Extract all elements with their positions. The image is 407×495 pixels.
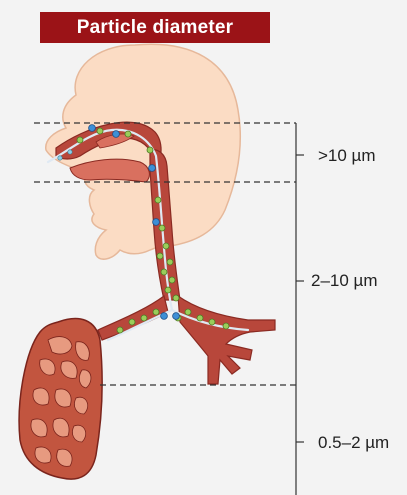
range-label-medium: 2–10 µm xyxy=(311,271,378,291)
left-bronchus xyxy=(98,296,168,340)
range-bracket xyxy=(296,123,304,495)
range-label-small: 0.5–2 µm xyxy=(318,433,389,453)
range-label-large: >10 µm xyxy=(318,146,376,166)
right-bronchial-tree xyxy=(178,296,275,384)
